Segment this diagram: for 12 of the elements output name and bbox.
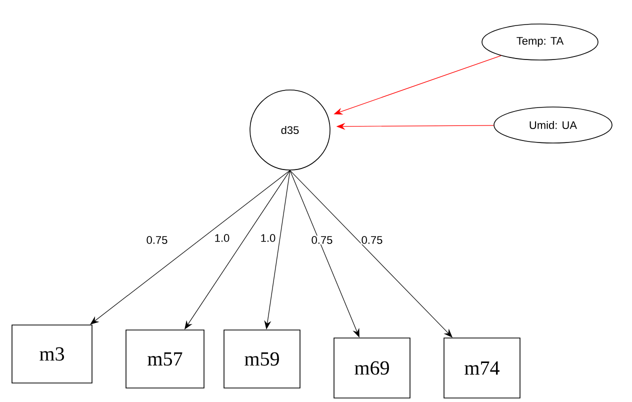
variable-box: m69 [334, 338, 410, 398]
variable-box: m3 [12, 324, 92, 384]
ellipse-node: Umid: UA [494, 106, 612, 144]
ellipse-node: Temp: TA [482, 24, 598, 60]
variable-box: m59 [224, 330, 300, 388]
edge-label: 0.75 [360, 236, 384, 244]
variable-box: m74 [444, 338, 520, 398]
edge-label: 0.75 [146, 236, 168, 244]
edge-label: 1.0 [260, 234, 276, 242]
variable-box: m57 [126, 330, 204, 388]
edge-label: 1.0 [214, 234, 230, 242]
edge-label: 0.75 [310, 236, 334, 244]
